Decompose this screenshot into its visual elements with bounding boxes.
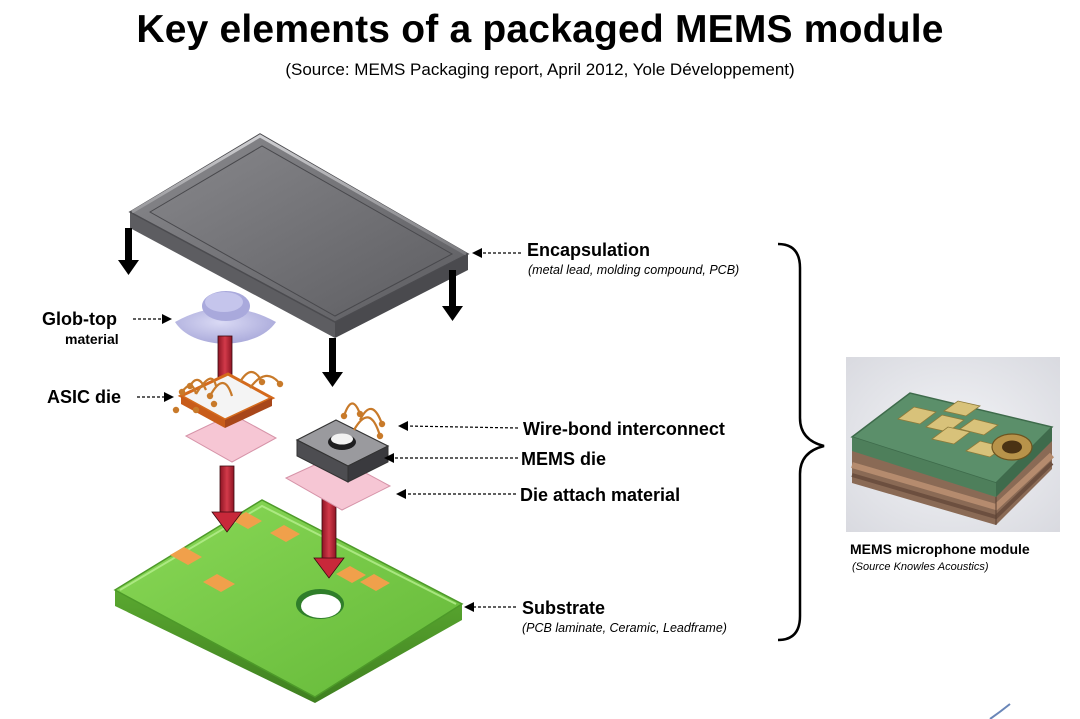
acoustic-port-hole [296,589,344,619]
page-title: Key elements of a packaged MEMS module [136,8,944,51]
grouping-brace [777,242,825,642]
source-subtitle: (Source: MEMS Packaging report, April 20… [285,60,795,79]
mems-wire-bonds [342,402,384,437]
label-encapsulation-note: (metal lead, molding compound, PCB) [528,263,740,277]
label-wire-bond: Wire-bond interconnect [523,419,725,439]
mems-microphone-photo [846,357,1060,532]
substrate-board [113,499,464,703]
leader-lines [133,252,521,608]
photo-caption: MEMS microphone module [850,541,1030,557]
photo-source: (Source Knowles Acoustics) [852,561,989,573]
encapsulation-lid [128,133,470,338]
label-mems-die: MEMS die [521,449,607,469]
asic-die [172,370,284,428]
label-substrate: Substrate [522,598,606,618]
lid-drop-arrows [118,228,463,387]
label-asic-die: ASIC die [47,387,122,407]
substrate-bond-pads [170,512,390,592]
glob-top-material [175,291,276,344]
label-encapsulation: Encapsulation [527,240,651,260]
label-glob-top: Glob-top [42,309,117,329]
label-glob-top-material: material [65,331,119,347]
leader-arrowheads [162,248,482,612]
label-substrate-note: (PCB laminate, Ceramic, Leadframe) [522,621,727,635]
mems-die [295,402,390,483]
label-die-attach: Die attach material [520,485,681,505]
